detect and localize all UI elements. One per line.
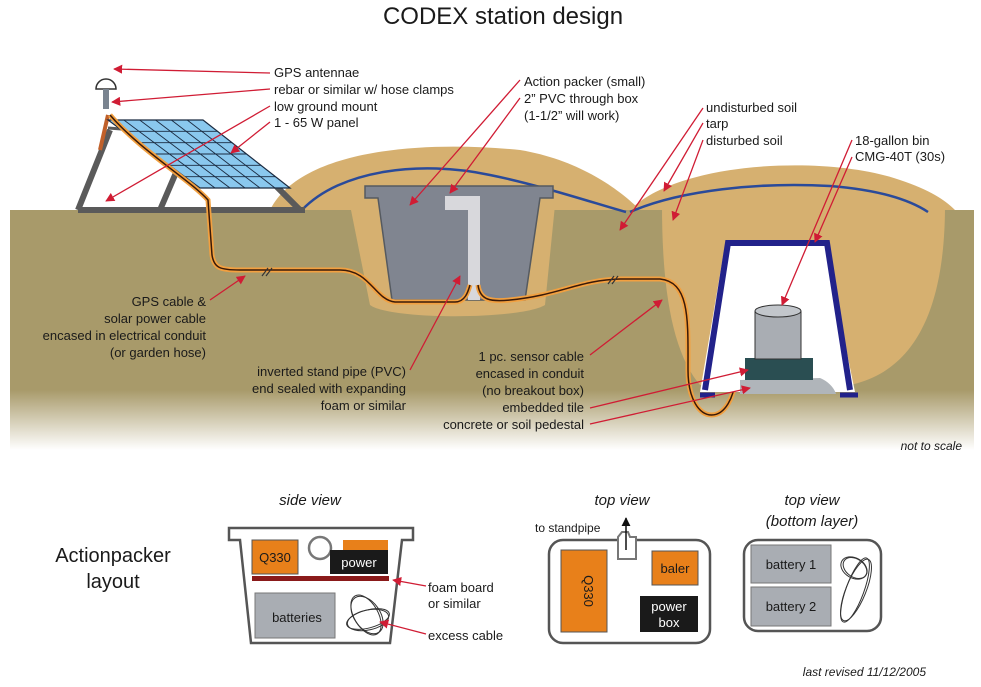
svg-text:end sealed with expanding: end sealed with expanding — [252, 381, 406, 396]
side-q330: Q330 — [259, 550, 291, 565]
page-title: CODEX station design — [383, 3, 623, 30]
svg-text:1 pc. sensor cable: 1 pc. sensor cable — [478, 349, 584, 364]
seismometer — [754, 310, 802, 360]
svg-text:inverted stand pipe (PVC): inverted stand pipe (PVC) — [257, 364, 406, 379]
top-power-box-1: power — [651, 599, 687, 614]
layout-heading-line1: Actionpacker — [55, 545, 171, 567]
bottom-view: battery 1 battery 2 — [742, 538, 883, 633]
callout-pedestal: concrete or soil pedestal — [443, 417, 584, 432]
svg-text:(or garden hose): (or garden hose) — [110, 345, 206, 360]
callout-sensor-cable: 1 pc. sensor cable encased in conduit (n… — [443, 349, 584, 432]
callout-sensor: CMG-40T (30s) — [855, 149, 945, 164]
top-power-box-2: box — [659, 615, 680, 630]
callout-arrows — [105, 64, 853, 425]
foam-board-label-2: or similar — [428, 596, 481, 611]
svg-text:solar power cable: solar power cable — [104, 311, 206, 326]
rebar — [98, 114, 110, 151]
bottom-view-title-1: top view — [784, 492, 840, 509]
revision-note: last revised 11/12/2005 — [803, 665, 927, 679]
excess-cable-label: excess cable — [428, 628, 503, 643]
side-power: power — [341, 555, 377, 570]
callout-disturbed-soil: disturbed soil — [706, 133, 783, 148]
top-baler: baler — [661, 561, 691, 576]
layout-heading-line2: layout — [86, 571, 140, 593]
callout-tarp: tarp — [706, 116, 728, 131]
not-to-scale-note: not to scale — [901, 439, 963, 453]
top-view: Q330 baler power box — [547, 517, 712, 645]
pvc-stand-pipe — [445, 196, 480, 300]
side-view: Q330 power batteries — [227, 526, 415, 645]
embedded-tile — [745, 358, 813, 380]
svg-text:(no breakout box): (no breakout box) — [482, 383, 584, 398]
foam-board-label-1: foam board — [428, 580, 494, 595]
concrete-pedestal — [740, 378, 836, 394]
callout-tile: embedded tile — [502, 400, 584, 415]
action-packer-box — [364, 185, 554, 301]
side-view-title: side view — [279, 492, 342, 509]
battery-2: battery 2 — [766, 599, 817, 614]
cable-break-icon — [607, 275, 619, 285]
disturbed-soil-mound-right — [630, 165, 955, 210]
panel-cell-line — [139, 119, 231, 189]
svg-text:GPS cable &: GPS cable & — [132, 294, 207, 309]
svg-text:encased in conduit: encased in conduit — [476, 366, 585, 381]
cable-break-icon — [261, 267, 273, 277]
excess-cable-coil-icon — [346, 594, 390, 636]
top-view-title: top view — [594, 492, 650, 509]
callout-action-packer: Action packer (small) — [524, 74, 645, 89]
tarp-right — [629, 183, 929, 214]
callout-bin: 18-gallon bin — [855, 133, 929, 148]
callout-pvc-alt: (1-1/2” will work) — [524, 108, 619, 123]
svg-text:foam or similar: foam or similar — [321, 398, 407, 413]
panel-cell-line — [171, 119, 261, 189]
callout-undisturbed-soil: undisturbed soil — [706, 100, 797, 115]
gps-antenna — [95, 78, 117, 90]
svg-text:encased in electrical conduit: encased in electrical conduit — [43, 328, 207, 343]
cable-coil-icon — [840, 556, 872, 623]
callout-ground-mount: low ground mount — [274, 99, 378, 114]
panel-cell-line — [123, 119, 216, 189]
callout-gps-antennae: GPS antennae — [274, 65, 359, 80]
side-batteries: batteries — [272, 610, 322, 625]
solar-panel — [106, 119, 292, 189]
top-q330: Q330 — [581, 575, 596, 607]
to-standpipe-label: to standpipe — [535, 521, 601, 535]
bin — [700, 240, 858, 398]
tarp-left — [301, 167, 627, 214]
panel-cell-line — [186, 119, 276, 189]
callout-pvc: 2” PVC through box — [524, 91, 639, 106]
battery-1: battery 1 — [766, 557, 817, 572]
panel-cell-line — [155, 119, 246, 189]
callout-gps-cable: GPS cable & solar power cable encased in… — [43, 294, 207, 360]
solar-panel-mount — [75, 78, 305, 213]
callout-standpipe: inverted stand pipe (PVC) end sealed wit… — [252, 364, 407, 413]
callout-panel: 1 - 65 W panel — [274, 115, 359, 130]
bottom-view-title-2: (bottom layer) — [766, 513, 859, 530]
callout-rebar: rebar or similar w/ hose clamps — [274, 82, 454, 97]
